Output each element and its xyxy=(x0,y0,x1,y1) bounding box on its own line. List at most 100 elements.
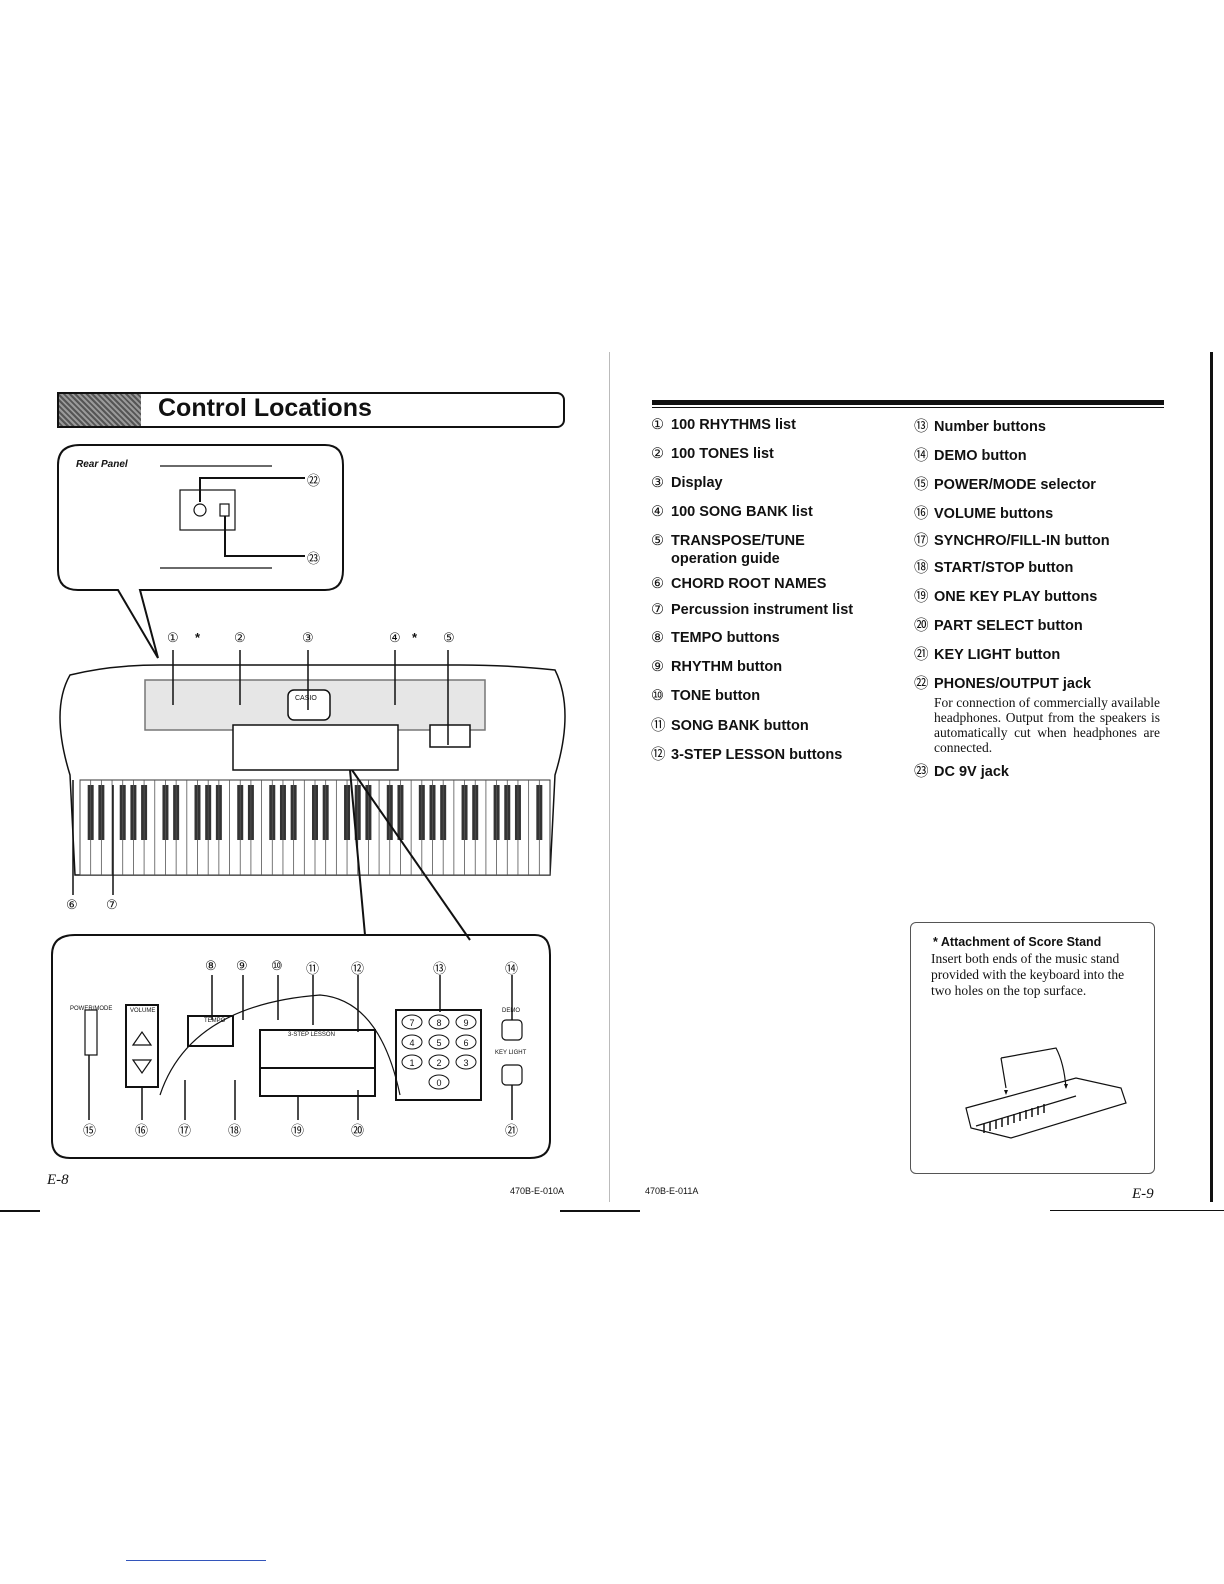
callout-star-1: * xyxy=(195,630,201,645)
number-button-6[interactable]: 6 xyxy=(455,1034,477,1050)
number-button-label: 4 xyxy=(409,1038,414,1048)
doc-code-left: 470B-E-010A xyxy=(510,1186,565,1196)
page-number-right: E-9 xyxy=(1132,1186,1154,1202)
callout-7: ⑦ xyxy=(106,897,118,912)
number-button-7[interactable]: 7 xyxy=(401,1014,423,1030)
title-shade xyxy=(57,392,141,428)
number-button-label: 8 xyxy=(436,1018,441,1028)
dc-jack-icon xyxy=(219,503,230,517)
page-number-left: E-8 xyxy=(47,1172,69,1188)
callout-16: ⑯ xyxy=(135,1123,149,1138)
callout-8: ⑧ xyxy=(205,958,217,973)
callout-5: ⑤ xyxy=(443,630,455,645)
callout-1: ① xyxy=(167,630,179,645)
score-stand-text: Insert both ends of the music stand prov… xyxy=(931,951,1125,998)
callout-11: ⑪ xyxy=(306,961,320,976)
number-button-label: 6 xyxy=(463,1038,468,1048)
number-button-label: 5 xyxy=(436,1038,441,1048)
page-divider xyxy=(609,352,610,1202)
rear-panel-bubble xyxy=(57,444,344,659)
number-button-0[interactable]: 0 xyxy=(428,1074,450,1090)
title-frame xyxy=(57,392,565,428)
number-button-label: 7 xyxy=(409,1018,414,1028)
callout-9: ⑨ xyxy=(236,958,248,973)
score-stand-illustration xyxy=(965,1047,1127,1139)
score-stand-box: * Attachment of Score Stand Insert both … xyxy=(910,922,1155,1174)
number-button-label: 9 xyxy=(463,1018,468,1028)
number-button-label: 2 xyxy=(436,1058,441,1068)
callout-3: ③ xyxy=(302,630,314,645)
control-panel-bubble xyxy=(51,934,551,1159)
number-button-3[interactable]: 3 xyxy=(455,1054,477,1070)
number-button-label: 3 xyxy=(463,1058,468,1068)
callout-17: ⑰ xyxy=(178,1123,192,1138)
top-rule xyxy=(652,400,1164,405)
bottom-edge-line xyxy=(560,1210,640,1212)
callout-15: ⑮ xyxy=(83,1123,97,1138)
bottom-edge-line xyxy=(1050,1210,1224,1211)
callout-22: ㉒ xyxy=(307,473,321,488)
white-key-lines xyxy=(79,780,540,875)
number-button-label: 1 xyxy=(409,1058,414,1068)
phones-description: For connection of commercially available… xyxy=(934,695,1160,755)
callout-21: ㉑ xyxy=(505,1123,519,1138)
callout-4: ④ xyxy=(389,630,401,645)
number-button-4[interactable]: 4 xyxy=(401,1034,423,1050)
keyboard-outline xyxy=(59,664,566,876)
number-button-2[interactable]: 2 xyxy=(428,1054,450,1070)
callout-10: ⑩ xyxy=(271,958,283,973)
top-rule-thin xyxy=(652,407,1164,408)
number-button-9[interactable]: 9 xyxy=(455,1014,477,1030)
rear-panel-label: Rear Panel xyxy=(76,459,128,470)
volume-panel xyxy=(125,1004,159,1088)
callout-6: ⑥ xyxy=(66,897,78,912)
phones-jack-icon xyxy=(193,503,207,517)
callout-star-2: * xyxy=(412,630,418,645)
number-button-label: 0 xyxy=(436,1078,441,1088)
bottom-edge-line xyxy=(0,1210,40,1212)
power-mode-label: POWER/MODE xyxy=(70,1006,113,1012)
casio-logo: CASIO xyxy=(295,695,317,702)
underline-artifact xyxy=(126,1560,266,1561)
callout-20: ⑳ xyxy=(351,1123,365,1138)
tempo-label: TEMPO xyxy=(204,1018,226,1024)
volume-label: VOLUME xyxy=(130,1008,156,1014)
callout-12: ⑫ xyxy=(351,961,365,976)
page-title: Control Locations xyxy=(158,394,372,422)
callout-2: ② xyxy=(234,630,246,645)
control-locations-diagram: 7 8 9 4 5 6 1 2 3 0 xyxy=(51,444,566,1159)
lesson-label: 3-STEP LESSON xyxy=(288,1032,335,1038)
number-button-5[interactable]: 5 xyxy=(428,1034,450,1050)
demo-label: DEMO xyxy=(502,1008,520,1014)
callout-14: ⑭ xyxy=(505,961,519,976)
number-button-1[interactable]: 1 xyxy=(401,1054,423,1070)
number-button-8[interactable]: 8 xyxy=(428,1014,450,1030)
score-stand-title: * Attachment of Score Stand xyxy=(933,935,1102,949)
callout-19: ⑲ xyxy=(291,1123,305,1138)
callout-23: ㉓ xyxy=(307,551,321,566)
callout-13: ⑬ xyxy=(433,961,447,976)
